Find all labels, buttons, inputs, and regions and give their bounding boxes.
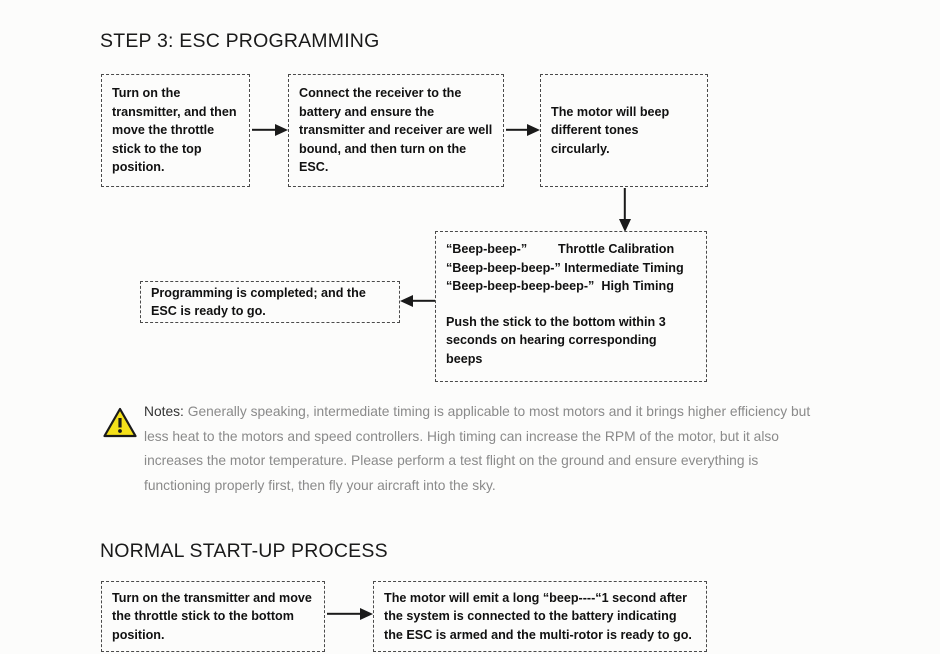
arrow-shaft bbox=[327, 612, 362, 616]
beep-pattern: “Beep-beep-” bbox=[446, 242, 528, 256]
flow-box-beep-legend: “Beep-beep-” Throttle Calibration “Beep-b… bbox=[435, 231, 707, 382]
arrow-shaft bbox=[410, 299, 435, 303]
arrow-shaft bbox=[506, 128, 529, 132]
beep-pattern: “Beep-beep-beep-beep-” bbox=[446, 279, 595, 293]
flow-box-turn-on-transmitter: Turn on the transmitter, and then move t… bbox=[101, 74, 250, 187]
warning-triangle-icon bbox=[103, 407, 137, 438]
flow-box-text: The motor will beep different tones circ… bbox=[551, 104, 670, 156]
arrow-shaft bbox=[623, 188, 627, 220]
beep-legend-row: “Beep-beep-beep-” Intermediate Timing bbox=[446, 259, 696, 278]
flow-box-text: Programming is completed; and the ESC is… bbox=[151, 285, 366, 319]
flow-box-text-wrap: Connect the receiver to the battery and … bbox=[289, 84, 503, 177]
flow-box-text: Connect the receiver to the battery and … bbox=[299, 86, 493, 175]
flow-box-programming-completed: Programming is completed; and the ESC is… bbox=[140, 281, 400, 323]
section-heading-normal-startup: NORMAL START-UP PROCESS bbox=[100, 540, 388, 562]
arrow-head bbox=[527, 124, 540, 136]
beep-legend-spacer bbox=[446, 296, 696, 313]
arrow-left-to-completed bbox=[400, 293, 435, 309]
flow-box-text-wrap: Programming is completed; and the ESC is… bbox=[141, 284, 399, 321]
arrow-right-step1-to-step2 bbox=[252, 122, 288, 138]
flow-box-connect-receiver: Connect the receiver to the battery and … bbox=[288, 74, 504, 187]
arrow-right-startup bbox=[327, 606, 373, 622]
notes-label: Notes: bbox=[144, 404, 184, 419]
beep-legend-row: “Beep-beep-beep-beep-” High Timing bbox=[446, 277, 696, 296]
notes-body: Generally speaking, intermediate timing … bbox=[144, 404, 811, 493]
arrow-down-to-beep-legend bbox=[617, 188, 633, 232]
notes-text: Notes: Generally speaking, intermediate … bbox=[144, 400, 824, 498]
section-heading-step3: STEP 3: ESC PROGRAMMING bbox=[100, 30, 380, 52]
flow-box-text: Turn on the transmitter, and then move t… bbox=[112, 86, 237, 175]
flow-box-text-wrap: The motor will beep different tones circ… bbox=[541, 103, 707, 159]
flow-box-startup-turn-on-transmitter: Turn on the transmitter and move the thr… bbox=[101, 581, 325, 652]
flow-box-startup-motor-armed: The motor will emit a long “beep----“1 s… bbox=[373, 581, 707, 652]
flow-box-text-wrap: Turn on the transmitter and move the thr… bbox=[102, 589, 324, 645]
flow-box-motor-will-beep: The motor will beep different tones circ… bbox=[540, 74, 708, 187]
flow-box-text-wrap: Turn on the transmitter, and then move t… bbox=[102, 84, 249, 177]
arrow-shaft bbox=[252, 128, 277, 132]
arrow-head bbox=[400, 295, 413, 307]
beep-legend-instruction: Push the stick to the bottom within 3 se… bbox=[446, 314, 666, 366]
beep-meaning: Intermediate Timing bbox=[564, 260, 684, 275]
flow-box-text-wrap: The motor will emit a long “beep----“1 s… bbox=[374, 589, 706, 645]
flow-box-text: Turn on the transmitter and move the thr… bbox=[112, 590, 312, 642]
arrow-right-step2-to-step3 bbox=[506, 122, 540, 138]
flow-box-text: The motor will emit a long “beep----“1 s… bbox=[384, 590, 692, 642]
arrow-head bbox=[360, 608, 373, 620]
beep-legend-row: “Beep-beep-” Throttle Calibration bbox=[446, 240, 696, 259]
arrow-head bbox=[275, 124, 288, 136]
beep-pattern: “Beep-beep-beep-” bbox=[446, 260, 561, 275]
arrow-head bbox=[619, 219, 631, 232]
beep-meaning: High Timing bbox=[601, 279, 674, 293]
beep-legend-wrap: “Beep-beep-” Throttle Calibration “Beep-b… bbox=[436, 232, 706, 368]
beep-meaning: Throttle Calibration bbox=[558, 242, 675, 256]
